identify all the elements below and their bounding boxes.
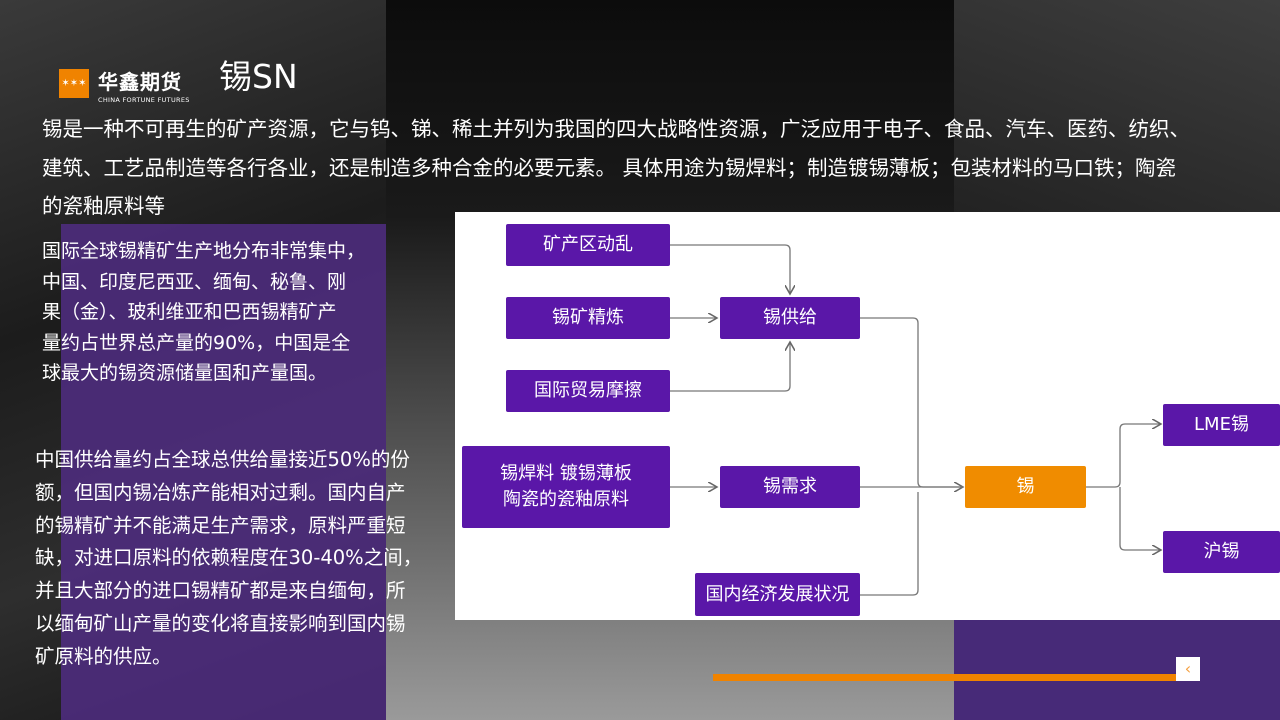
text-line: 额，但国内锡冶炼产能相对过剩。国内自产 [35,480,406,504]
node-supply: 锡供给 [720,297,860,339]
text-line: 量约占世界总产量的90%，中国是全 [42,331,351,354]
china-supply-paragraph: 中国供给量约占全球总供给量接近50%的份 额，但国内锡冶炼产能相对过剩。国内自产… [35,444,422,674]
company-logo-icon: ✶✶✶ [59,69,89,98]
text-line: 建筑、工艺品制造等各行各业，还是制造多种合金的必要元素。 具体用途为锡焊料；制造… [42,155,1177,180]
brand: 华鑫期货 CHINA FORTUNE FUTURES [98,66,190,104]
distribution-paragraph: 国际全球锡精矿生产地分布非常集中， 中国、印度尼西亚、缅甸、秘鲁、刚 果（金）、… [42,236,365,389]
slide-title: 锡SN [219,57,298,96]
brand-name: 华鑫期货 [98,70,182,94]
intro-paragraph: 锡是一种不可再生的矿产资源，它与钨、锑、稀土并列为我国的四大战略性资源，广泛应用… [42,110,1242,226]
back-chevron-icon[interactable]: ‹ [1176,657,1200,681]
text-line: 以缅甸矿山产量的变化将直接影响到国内锡 [35,611,406,635]
node-lme-tin: LME锡 [1163,404,1280,446]
node-refining: 锡矿精炼 [506,297,670,339]
text-line: 矿原料的供应。 [35,644,172,668]
text-line: 球最大的锡资源储量国和产量国。 [42,362,328,384]
node-tin: 锡 [965,466,1086,508]
text-line: 锡是一种不可再生的矿产资源，它与钨、锑、稀土并列为我国的四大战略性资源，广泛应用… [42,117,1190,141]
node-trade-friction: 国际贸易摩擦 [506,370,670,412]
text-line: 国际全球锡精矿生产地分布非常集中， [42,240,366,262]
purple-overlay-left [61,224,386,720]
node-shfe-tin: 沪锡 [1163,531,1280,573]
node-demand: 锡需求 [720,466,860,508]
text-line: 并且大部分的进口锡精矿都是来自缅甸，所 [35,579,406,603]
flow-diagram: 矿产区动乱 锡矿精炼 国际贸易摩擦 锡焊料 镀锡薄板 陶瓷的瓷釉原料 锡供给 锡… [455,212,1280,620]
uses-line: 陶瓷的瓷釉原料 [503,489,629,510]
text-line: 的瓷釉原料等 [42,194,165,218]
node-domestic-economy: 国内经济发展状况 [695,573,860,616]
text-line: 中国供给量约占全球总供给量接近50%的份 [35,448,410,471]
brand-english: CHINA FORTUNE FUTURES [98,96,190,104]
diagram-connectors [670,244,1280,596]
text-line: 缺，对进口原料的依赖程度在30-40%之间， [35,546,423,570]
text-line: 果（金）、玻利维亚和巴西锡精矿产 [42,301,337,323]
node-uses: 锡焊料 镀锡薄板 陶瓷的瓷釉原料 [462,446,670,528]
slide-progress-bar [713,674,1176,681]
text-line: 中国、印度尼西亚、缅甸、秘鲁、刚 [42,270,347,293]
text-line: 的锡精矿并不能满足生产需求，原料严重短 [35,513,406,537]
node-mine-unrest: 矿产区动乱 [506,224,670,266]
purple-overlay-right [954,620,1280,720]
uses-line: 锡焊料 镀锡薄板 [500,463,632,484]
